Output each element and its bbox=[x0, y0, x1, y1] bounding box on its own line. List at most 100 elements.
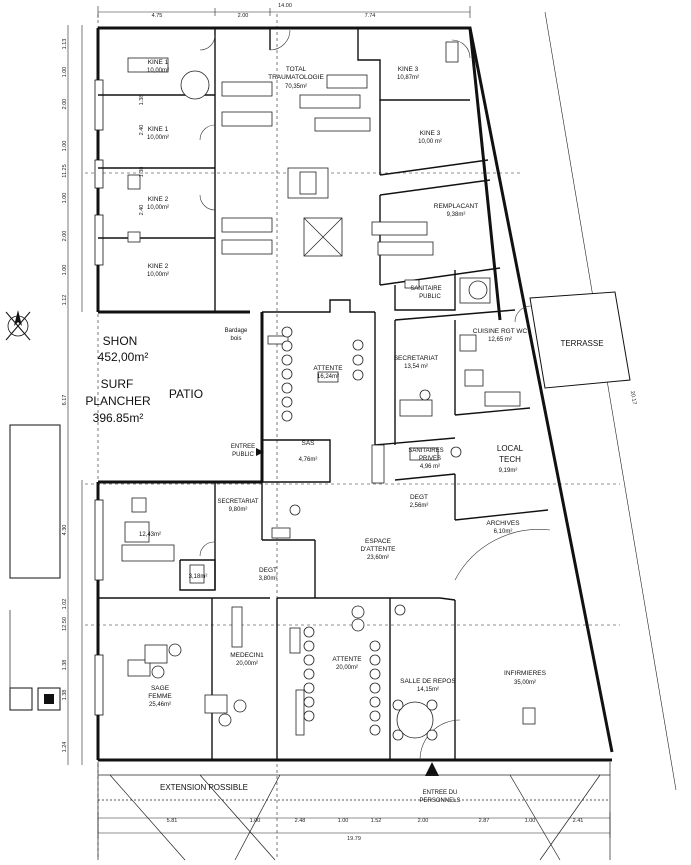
kine3b-name: KINE 3 bbox=[420, 130, 441, 137]
secr1-area: 13,54 m² bbox=[404, 364, 428, 370]
attente2-name: ATTENTE bbox=[332, 656, 362, 663]
small-area: 3,18m² bbox=[189, 574, 208, 580]
dim-left-1: 1.13 bbox=[62, 39, 68, 50]
sas-area: 4,76m² bbox=[299, 457, 318, 463]
entree-pub-2: PUBLIC bbox=[232, 452, 254, 458]
bottom-dimension-line: 5.81 1.00 2.48 1.00 1.52 2.00 2.87 1.00 … bbox=[97, 812, 611, 842]
kine-dim-4: 2.40 bbox=[139, 205, 145, 216]
cuisine-name: CUISINE RGT WC bbox=[473, 328, 528, 335]
dim-left-6: 2.00 bbox=[62, 231, 68, 242]
dim-left-group: 11.25 bbox=[62, 164, 68, 177]
dim-bottom-1: 5.81 bbox=[167, 818, 178, 824]
degt1-name: DEGT bbox=[410, 494, 428, 501]
secr1-name: SECRETARIAT bbox=[394, 355, 439, 362]
dim-bottom-8: 1.00 bbox=[525, 818, 536, 824]
dim-top-3: 7.74 bbox=[365, 13, 376, 19]
kine-labels: KINE 1 10,00m² KINE 1 10,00m² KINE 2 10,… bbox=[139, 59, 169, 278]
kine-dim-3: 1.38 bbox=[139, 167, 145, 178]
medecin-name: MEDECIN1 bbox=[230, 652, 264, 659]
local-2: TECH bbox=[499, 455, 521, 464]
lower-labels: SECRETARIAT 9,80m² 12,43m² ESPACE D'ATTE… bbox=[139, 499, 547, 708]
dim-bottom-3: 2.48 bbox=[295, 818, 306, 824]
repos-name: SALLE DE REPOS bbox=[400, 678, 456, 685]
kine2b-name: KINE 2 bbox=[148, 263, 169, 270]
infirm-area: 35,00m² bbox=[514, 680, 536, 686]
sas-name: SAS bbox=[301, 440, 315, 447]
kine1b-name: KINE 1 bbox=[148, 126, 169, 133]
espace-1: ESPACE bbox=[365, 538, 392, 545]
sanit-cuisine-labels: SANITAIRE PUBLIC CUISINE RGT WC 12,65 m² bbox=[410, 286, 527, 343]
kine1a-area: 10,00m² bbox=[147, 68, 169, 74]
trauma-furniture bbox=[269, 29, 471, 257]
trauma-labels: TOTAL TRAUMATOLOGIE 70,35m² KINE 3 10,87… bbox=[268, 66, 478, 218]
terrasse-label: TERRASSE bbox=[560, 339, 603, 348]
upper-right-walls bbox=[357, 28, 501, 286]
kine2a-area: 10,00m² bbox=[147, 205, 169, 211]
sanit-pub-2: PUBLIC bbox=[419, 294, 441, 300]
entree-pers-1: ENTREE DU bbox=[423, 790, 458, 796]
top-dimension-line: 14.00 4.75 2.00 7.74 bbox=[97, 3, 471, 19]
bardage-1: Bardage bbox=[225, 328, 248, 334]
cuisine-area: 12,65 m² bbox=[488, 337, 512, 343]
dim-left-5: 1.00 bbox=[62, 193, 68, 204]
kine3a-name: KINE 3 bbox=[398, 66, 419, 73]
dim-left-lower-1: 4.30 bbox=[62, 525, 68, 536]
medecin-area: 20,00m² bbox=[236, 661, 258, 667]
patio-label: PATIO bbox=[169, 387, 203, 401]
left-dimension-line: 1.13 1.00 2.00 1.00 11.25 1.00 2.00 1.00… bbox=[62, 25, 83, 765]
local-area: 9,19m² bbox=[499, 468, 518, 474]
dim-left-lower-5: 1.24 bbox=[62, 742, 68, 753]
kine3b-area: 10,00 m² bbox=[418, 139, 442, 145]
dim-left-lower-3: 1.38 bbox=[62, 660, 68, 671]
entree-pub-1: ENTREE bbox=[231, 444, 255, 450]
surf-label-1: SURF bbox=[101, 377, 134, 391]
left-windows bbox=[94, 79, 104, 716]
archives-area: 6,10m² bbox=[494, 529, 513, 535]
degt2-area: 3,80m² bbox=[259, 576, 278, 582]
extension-area: EXTENSION POSSIBLE bbox=[97, 762, 611, 861]
sanit-cuisine-walls bbox=[394, 270, 532, 416]
dim-bottom-5: 1.52 bbox=[371, 818, 382, 824]
sage-1: SAGE bbox=[151, 685, 170, 692]
lower-walls bbox=[98, 482, 551, 761]
kine-dim-1: 1.38 bbox=[139, 95, 145, 106]
dim-left-3: 2.00 bbox=[62, 99, 68, 110]
secr2-area: 9,80m² bbox=[229, 507, 248, 513]
trauma-name-1: TOTAL bbox=[286, 66, 307, 73]
right-dimension-line: 20.17 bbox=[544, 11, 677, 791]
extension-label: EXTENSION POSSIBLE bbox=[160, 783, 248, 792]
attente1-area: 16,24m² bbox=[317, 374, 339, 380]
central-walls bbox=[262, 299, 549, 521]
archives-name: ARCHIVES bbox=[486, 520, 520, 527]
kine1b-area: 10,00m² bbox=[147, 135, 169, 141]
dim-bottom-4: 1.00 bbox=[338, 818, 349, 824]
kine-furniture bbox=[127, 34, 273, 255]
sanit2-2: PRIVES bbox=[419, 456, 441, 462]
surf-label-2: PLANCHER bbox=[85, 394, 151, 408]
dim-left-lower-4: 1.38 bbox=[62, 690, 68, 701]
dim-left-2: 1.00 bbox=[62, 67, 68, 78]
trauma-area: 70,35m² bbox=[285, 84, 307, 90]
degt1-area: 2,56m² bbox=[410, 503, 429, 509]
central-labels: ATTENTE 16,24m² SECRETARIAT 13,54 m² SAN… bbox=[231, 355, 524, 535]
attente1-name: ATTENTE bbox=[313, 365, 343, 372]
attente1-chairs bbox=[281, 326, 364, 422]
dim-bottom-7: 2.87 bbox=[479, 818, 490, 824]
dim-right-total: 20.17 bbox=[629, 391, 637, 406]
kine1a-name: KINE 1 bbox=[148, 59, 169, 66]
dim-bottom-9: 2.41 bbox=[573, 818, 584, 824]
rempl-name: REMPLACANT bbox=[434, 203, 478, 210]
shon-value: 452,00m² bbox=[98, 350, 149, 364]
repos-area: 14,15m² bbox=[417, 687, 439, 693]
compass-rose bbox=[5, 310, 31, 341]
dim-left-lower-group: 12.50 bbox=[62, 617, 68, 631]
dim-top-2: 2.00 bbox=[238, 13, 249, 19]
left-side-markers bbox=[9, 610, 61, 711]
terrasse: TERRASSE bbox=[529, 291, 631, 389]
dim-top-1: 4.75 bbox=[152, 13, 163, 19]
dim-bottom-6: 2.00 bbox=[418, 818, 429, 824]
bardage-2: bois bbox=[230, 336, 241, 342]
infirm-name: INFIRMIERES bbox=[504, 670, 547, 677]
entree-personnels: ENTREE DU PERSONNELS bbox=[419, 762, 461, 804]
dim-left-7: 1.00 bbox=[62, 265, 68, 276]
